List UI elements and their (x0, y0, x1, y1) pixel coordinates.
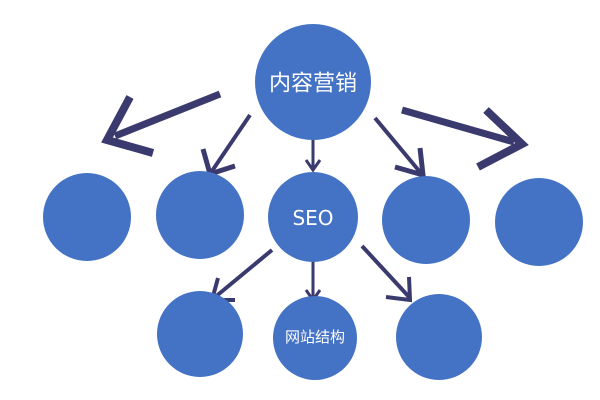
arrow-root-to-left-middle (200, 113, 252, 178)
node-far-right[interactable] (495, 178, 583, 266)
arrow-root-to-seo (304, 136, 322, 173)
arrow-root-to-right-middle (373, 116, 426, 179)
node-website-structure-label: 网站结构 (285, 328, 345, 346)
node-seo-label: SEO (292, 206, 333, 230)
node-bottom-right[interactable] (396, 294, 482, 380)
node-root[interactable]: 内容营销 (255, 24, 371, 140)
arrow-seo-to-website-structure (304, 258, 322, 303)
node-left-middle[interactable] (156, 171, 244, 259)
arrow-root-to-far-right (401, 106, 529, 171)
node-root-label: 内容营销 (269, 72, 357, 97)
node-right-middle[interactable] (382, 176, 470, 264)
node-website-structure[interactable]: 网站结构 (273, 296, 357, 380)
arrow-root-to-far-left (101, 90, 222, 157)
node-seo[interactable]: SEO (268, 172, 358, 262)
arrow-seo-to-bottom-left (209, 248, 274, 302)
node-far-left[interactable] (43, 173, 131, 261)
arrow-seo-to-bottom-right (360, 244, 413, 303)
node-bottom-left[interactable] (157, 291, 243, 377)
